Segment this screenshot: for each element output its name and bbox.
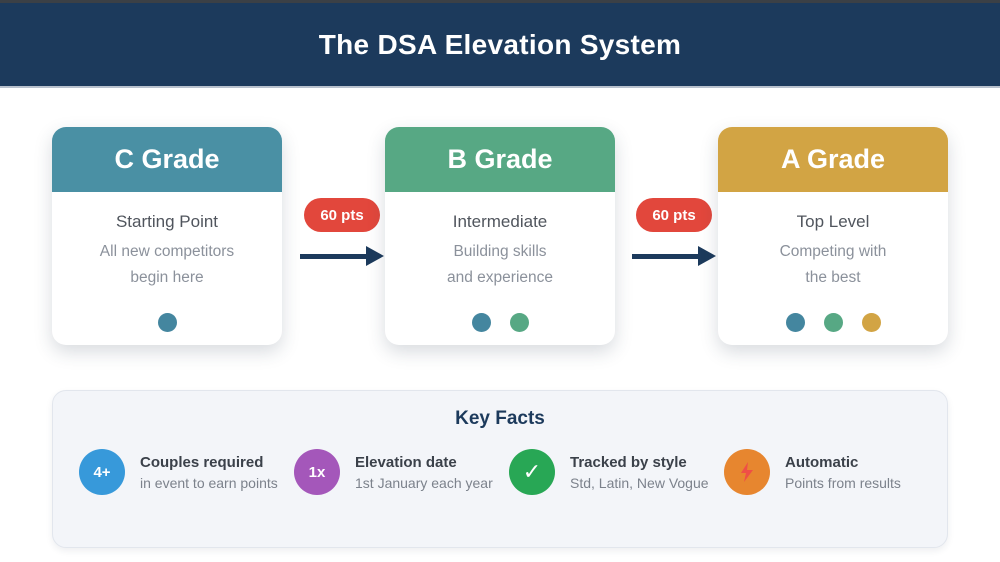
grade-a-desc-line2: the best: [805, 269, 861, 286]
checkmark-icon: ✓: [509, 449, 555, 495]
page-title: The DSA Elevation System: [318, 28, 682, 60]
arrow-right-icon: [300, 246, 384, 266]
couples-count-label: 4+: [93, 463, 111, 481]
fact-couples-required: 4+ Couples required in event to earn poi…: [79, 449, 294, 495]
fact-subtitle: Points from results: [785, 474, 901, 491]
grade-c-name: C Grade: [114, 144, 220, 174]
arrow-head: [366, 246, 384, 266]
fact-text: Elevation date 1st January each year: [355, 454, 493, 491]
grade-card-c-header: C Grade: [52, 127, 282, 192]
grade-a-description: Competing with the best: [718, 239, 948, 291]
fact-tracked-by-style: ✓ Tracked by style Std, Latin, New Vogue: [509, 449, 724, 495]
teal-dot-icon: [471, 313, 491, 332]
grade-a-desc-line1: Competing with: [779, 243, 887, 260]
fact-subtitle: Std, Latin, New Vogue: [570, 474, 709, 491]
grade-c-dots: [52, 313, 282, 332]
fact-text: Tracked by style Std, Latin, New Vogue: [570, 454, 709, 491]
couples-count-icon: 4+: [79, 449, 125, 495]
grade-card-c: C Grade Starting Point All new competito…: [52, 127, 282, 345]
grade-c-desc-line1: All new competitors: [99, 243, 235, 260]
grade-b-name: B Grade: [447, 144, 553, 174]
green-dot-icon: [823, 313, 843, 332]
gold-dot-icon: [861, 313, 881, 332]
grade-a-dots: [718, 313, 948, 332]
grade-b-desc-line2: and experience: [447, 269, 553, 286]
grade-b-description: Building skills and experience: [385, 239, 615, 291]
fact-title: Tracked by style: [570, 453, 687, 471]
fact-elevation-date: 1x Elevation date 1st January each year: [294, 449, 509, 495]
grade-c-subtitle: Starting Point: [115, 212, 219, 231]
connector-b-to-a: 60 pts: [632, 198, 716, 266]
key-facts-title: Key Facts: [455, 408, 545, 429]
fact-text: Automatic Points from results: [785, 454, 901, 491]
key-facts-panel: Key Facts 4+ Couples required in event t…: [52, 390, 948, 548]
grade-card-b-body: Intermediate Building skills and experie…: [385, 192, 615, 345]
points-badge-1: 60 pts: [304, 198, 380, 232]
green-dot-icon: [509, 313, 529, 332]
frequency-icon: 1x: [294, 449, 340, 495]
checkmark-glyph: ✓: [522, 459, 542, 484]
grade-card-b: B Grade Intermediate Building skills and…: [385, 127, 615, 345]
grade-b-subtitle: Intermediate: [452, 212, 548, 231]
grade-a-name: A Grade: [780, 144, 886, 174]
fact-subtitle: 1st January each year: [355, 474, 493, 491]
header-banner: The DSA Elevation System: [0, 0, 1000, 88]
fact-title: Elevation date: [355, 453, 457, 471]
fact-title: Couples required: [140, 453, 264, 471]
frequency-label: 1x: [308, 463, 326, 481]
grade-b-desc-line1: Building skills: [453, 243, 547, 260]
grade-card-a-body: Top Level Competing with the best: [718, 192, 948, 345]
connector-c-to-b: 60 pts: [300, 198, 384, 266]
grade-card-c-body: Starting Point All new competitors begin…: [52, 192, 282, 345]
fact-subtitle: in event to earn points: [140, 474, 278, 491]
grade-card-a: A Grade Top Level Competing with the bes…: [718, 127, 948, 345]
fact-automatic-points: Automatic Points from results: [724, 449, 939, 495]
arrow-head: [698, 246, 716, 266]
points-badge-2: 60 pts: [636, 198, 712, 232]
grade-b-dots: [385, 313, 615, 332]
grade-a-subtitle: Top Level: [796, 212, 870, 231]
grade-c-description: All new competitors begin here: [52, 239, 282, 291]
lightning-icon: [724, 449, 770, 495]
arrow-line: [632, 254, 698, 259]
arrow-line: [300, 254, 366, 259]
grade-c-desc-line2: begin here: [130, 269, 204, 286]
grade-card-a-header: A Grade: [718, 127, 948, 192]
arrow-right-icon: [632, 246, 716, 266]
teal-dot-icon: [157, 313, 177, 332]
fact-text: Couples required in event to earn points: [140, 454, 278, 491]
fact-title: Automatic: [785, 453, 859, 471]
grade-card-b-header: B Grade: [385, 127, 615, 192]
lightning-glyph: [741, 462, 753, 482]
key-facts-row: 4+ Couples required in event to earn poi…: [79, 449, 939, 495]
teal-dot-icon: [785, 313, 805, 332]
